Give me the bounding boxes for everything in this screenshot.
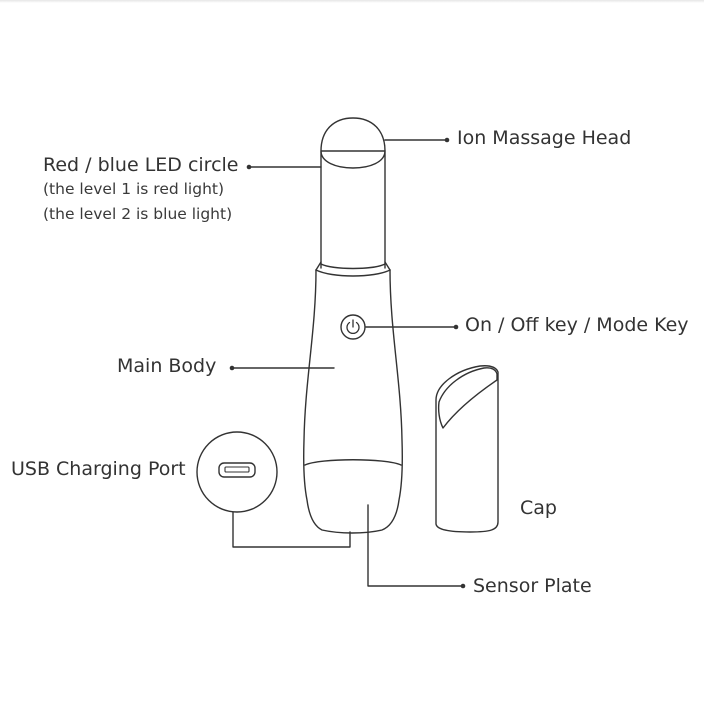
upper-tube — [320, 151, 386, 269]
dot-ion-head — [444, 137, 450, 143]
sensor-plate — [304, 459, 402, 466]
label-on-off-key: On / Off key / Mode Key — [465, 314, 689, 336]
main-body — [303, 269, 403, 534]
label-usb-charging-port: USB Charging Port — [11, 458, 186, 480]
dot-sensor — [460, 583, 466, 589]
label-led-circle: Red / blue LED circle — [43, 154, 239, 176]
top-edge — [0, 0, 704, 3]
power-key — [340, 314, 366, 340]
led-ring — [315, 261, 391, 277]
leader-usb — [232, 511, 351, 548]
label-main-body: Main Body — [117, 355, 217, 377]
dot-onoff — [453, 324, 459, 330]
label-sensor-plate: Sensor Plate — [473, 575, 592, 597]
dot-led — [246, 164, 252, 170]
ion-massage-head — [320, 117, 386, 169]
label-led-level-1: (the level 1 is red light) — [43, 180, 225, 198]
label-ion-massage-head: Ion Massage Head — [457, 127, 632, 149]
dot-main-body — [229, 365, 235, 371]
usb-port-callout — [196, 431, 278, 513]
cap-shape — [435, 365, 499, 533]
leader-sensor — [367, 504, 463, 587]
label-cap: Cap — [520, 497, 557, 519]
label-led-level-2: (the level 2 is blue light) — [43, 205, 233, 223]
